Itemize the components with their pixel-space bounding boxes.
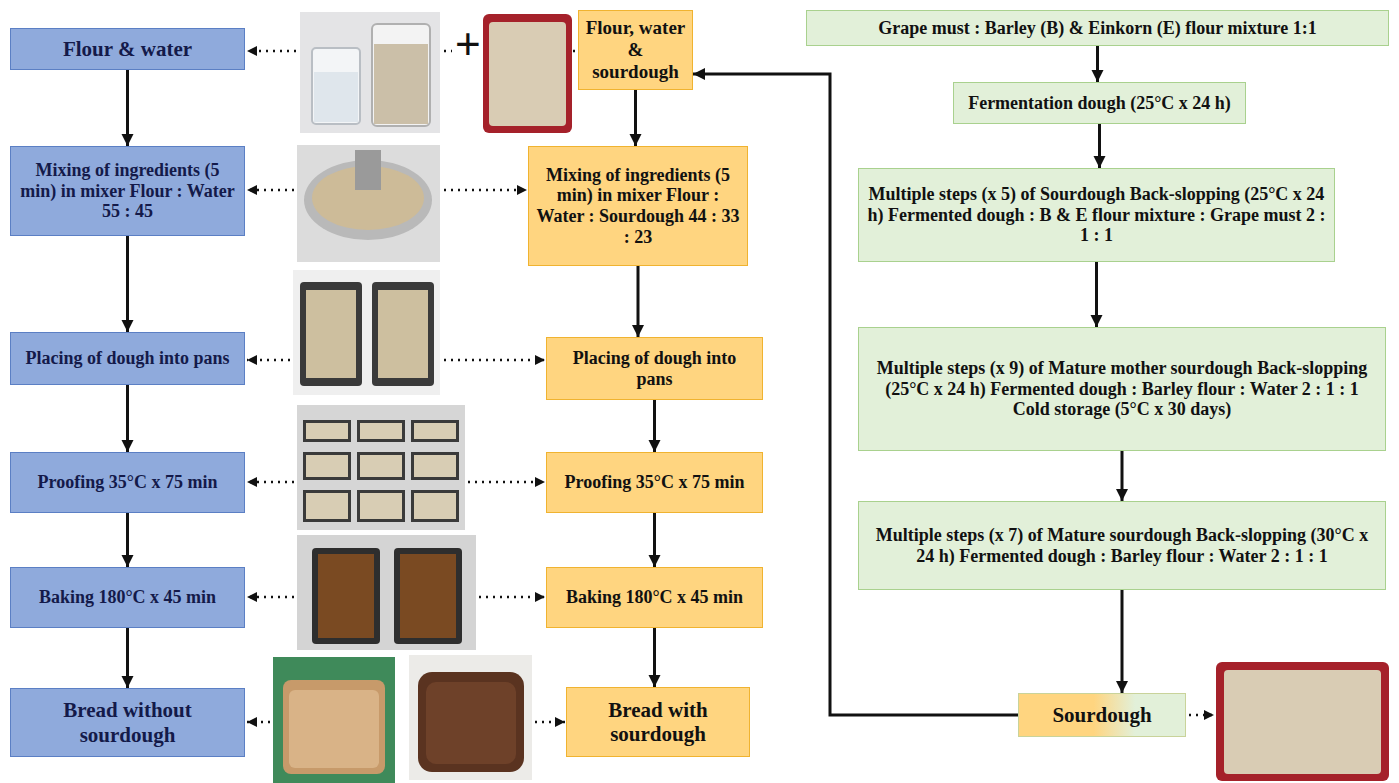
flow-arrow <box>126 385 129 452</box>
sourdough-tray-photo <box>483 14 572 133</box>
flow-arrow <box>126 70 129 146</box>
process-box: Bread without sourdough <box>10 688 245 757</box>
mixer-photo <box>297 145 440 262</box>
flow-arrow <box>1096 46 1099 82</box>
process-box: Bread with sourdough <box>566 687 750 757</box>
sourdough-tray-photo <box>1216 662 1389 781</box>
box-text: Placing of dough into pans <box>25 348 229 369</box>
water-flour-photo <box>300 12 440 133</box>
process-box: Proofing 35°C x 75 min <box>546 452 763 513</box>
flow-arrow <box>126 628 129 688</box>
flow-arrow <box>1098 124 1101 168</box>
box-text: Baking 180°C x 45 min <box>39 587 216 608</box>
flow-arrow <box>126 236 129 332</box>
sourdough-bread-photo <box>409 655 532 780</box>
box-text: Flour & water <box>63 37 192 61</box>
flow-arrow <box>653 400 656 452</box>
process-box: Proofing 35°C x 75 min <box>10 452 245 513</box>
flow-arrow <box>126 513 129 567</box>
flow-arrow <box>1095 262 1098 327</box>
box-text: Proofing 35°C x 75 min <box>38 472 218 493</box>
process-box: Baking 180°C x 45 min <box>546 567 763 628</box>
flow-arrow <box>634 90 637 146</box>
box-text: Mixing of ingredients (5 min) in mixer F… <box>17 160 238 222</box>
process-box: Multiple steps (x 5) of Sourdough Back-s… <box>858 168 1335 262</box>
process-box: Sourdough <box>1018 693 1186 737</box>
box-text: Multiple steps (x 9) of Mature mother so… <box>865 358 1379 420</box>
flow-arrow <box>1121 451 1124 501</box>
proofing-photo <box>297 405 465 530</box>
baked-pans-photo <box>297 535 476 650</box>
flow-arrow <box>1121 590 1124 693</box>
box-text: Baking 180°C x 45 min <box>566 587 743 608</box>
process-box: Mixing of ingredients (5 min) in mixer F… <box>528 146 748 266</box>
box-text: Proofing 35°C x 75 min <box>565 472 745 493</box>
process-box: Placing of dough into pans <box>546 337 763 400</box>
flow-arrow <box>653 513 656 567</box>
flow-arrow <box>653 628 656 687</box>
box-text: Bread with sourdough <box>573 698 743 746</box>
process-box: Multiple steps (x 9) of Mature mother so… <box>858 327 1386 451</box>
plus-sign: + <box>455 22 481 66</box>
box-text: Bread without sourdough <box>17 698 238 746</box>
bread-photo <box>273 657 395 783</box>
box-text: Sourdough <box>1052 703 1151 727</box>
process-box: Multiple steps (x 7) of Mature sourdough… <box>858 501 1386 590</box>
process-box: Mixing of ingredients (5 min) in mixer F… <box>10 146 245 236</box>
process-box: Baking 180°C x 45 min <box>10 567 245 628</box>
box-text: Multiple steps (x 5) of Sourdough Back-s… <box>865 184 1328 246</box>
process-box: Flour & water <box>10 28 245 70</box>
process-box: Fermentation dough (25°C x 24 h) <box>953 82 1246 124</box>
box-text: Grape must : Barley (B) & Einkorn (E) fl… <box>878 18 1316 39</box>
box-text: Mixing of ingredients (5 min) in mixer F… <box>535 165 741 248</box>
box-text: Fermentation dough (25°C x 24 h) <box>968 93 1231 114</box>
flow-arrow <box>637 266 640 337</box>
process-box: Placing of dough into pans <box>10 332 245 385</box>
process-box: Grape must : Barley (B) & Einkorn (E) fl… <box>806 10 1389 46</box>
pans-photo <box>293 270 440 395</box>
process-box: Flour, water & sourdough <box>578 10 693 90</box>
box-text: Multiple steps (x 7) of Mature sourdough… <box>865 525 1379 566</box>
box-text: Flour, water & sourdough <box>585 17 686 83</box>
box-text: Placing of dough into pans <box>553 348 756 389</box>
